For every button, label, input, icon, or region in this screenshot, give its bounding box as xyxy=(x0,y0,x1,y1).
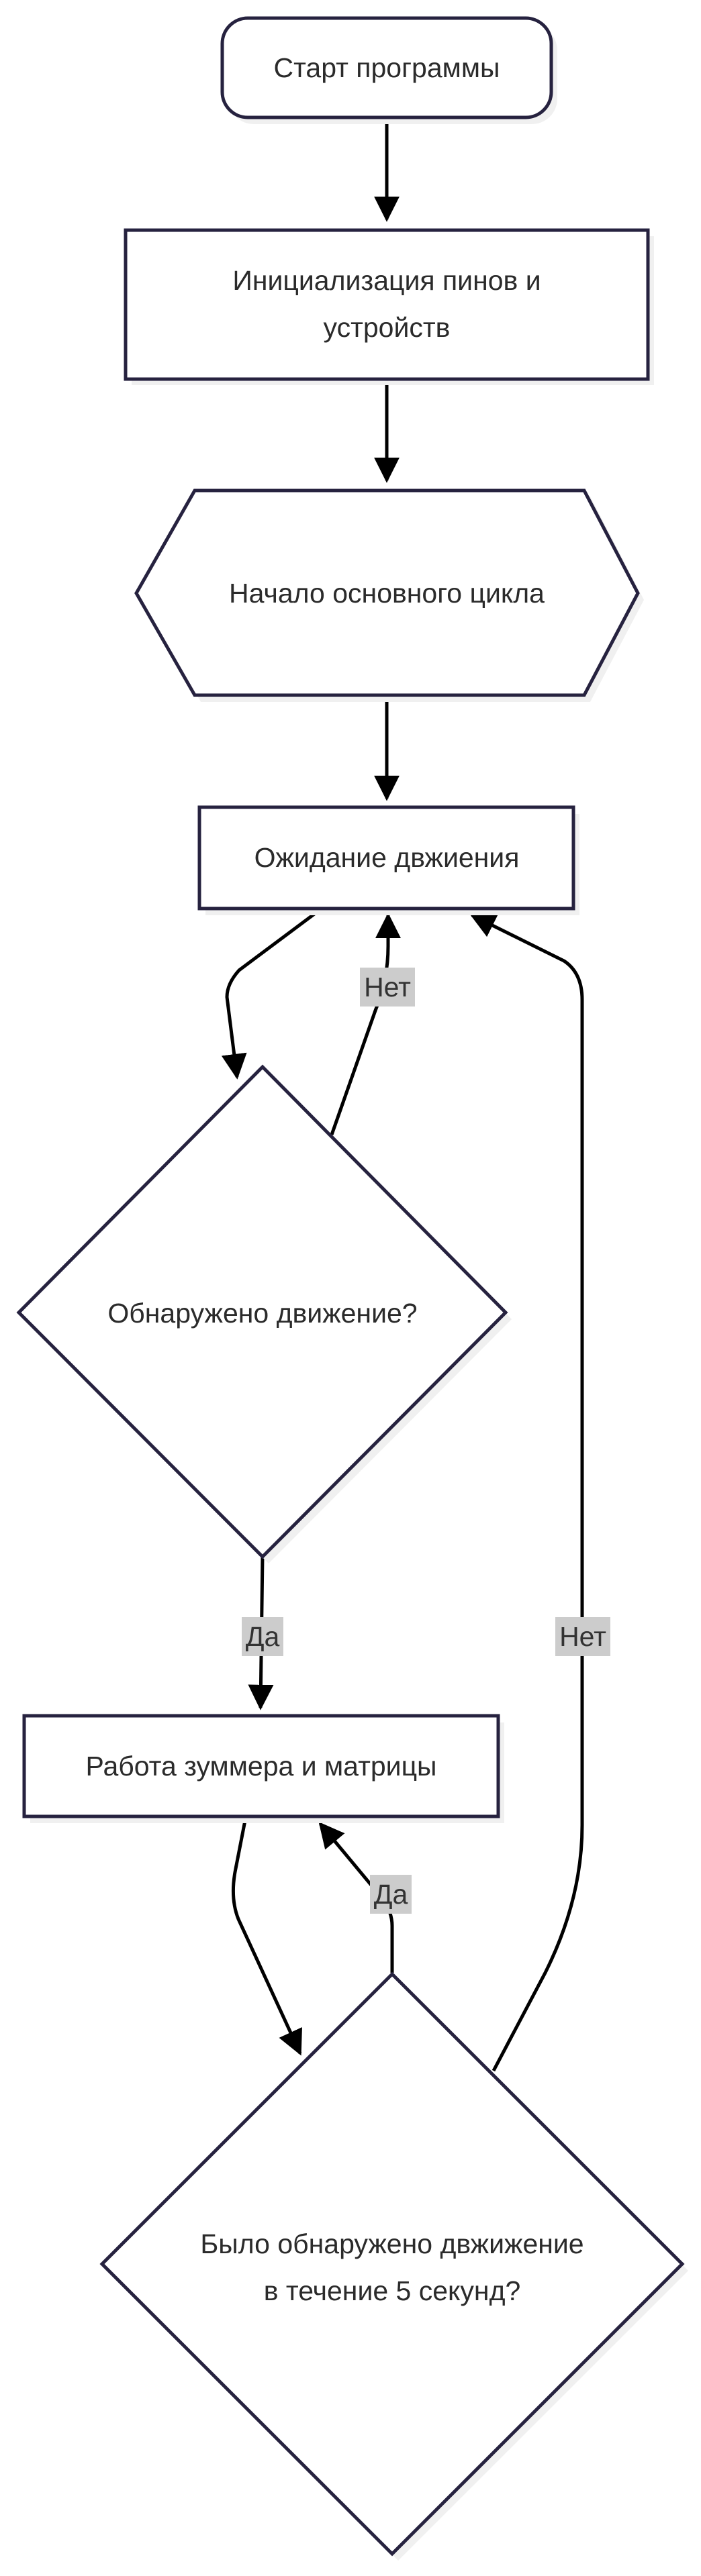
node-loop: Начало основного цикла xyxy=(134,488,644,702)
edge-label-yes-back-text: Да xyxy=(374,1879,408,1910)
node-work-label: Работа зуммера и матрицы xyxy=(85,1751,436,1782)
edge-label-no-back-bg xyxy=(555,1617,610,1656)
node-loop-shape xyxy=(134,488,640,697)
node-work: Работа зуммера и матрицы xyxy=(22,1714,504,1823)
node-wait-label: Ожидание двжиения xyxy=(254,842,520,873)
node-wait-shape xyxy=(197,805,575,911)
edge-label-no-back: Нет xyxy=(555,1617,610,1656)
node-check-shape xyxy=(99,1971,685,2557)
edge-label-no-wait-text: Нет xyxy=(364,972,411,1002)
edge-label-yes-back-bg xyxy=(370,1875,412,1914)
node-check-label-line1: Было обнаружено двжижение xyxy=(200,2228,583,2259)
node-start-label: Старт программы xyxy=(273,52,500,83)
edge-label-yes-work: Да xyxy=(242,1617,283,1656)
node-start: Старт программы xyxy=(220,16,557,124)
node-init-label-line2: устройств xyxy=(324,312,451,343)
node-check-label-line2: в течение 5 секунд? xyxy=(264,2275,521,2306)
edge-label-no-back-text: Нет xyxy=(559,1621,606,1652)
node-detected-label: Обнаружено движение? xyxy=(107,1298,417,1329)
node-loop-label: Начало основного цикла xyxy=(229,578,545,609)
edge-label-no-wait-bg xyxy=(360,968,415,1007)
node-work-shape xyxy=(22,1714,500,1818)
edge-detected-no-to-wait xyxy=(330,913,401,1135)
edge-label-no-wait: Нет xyxy=(360,968,415,1007)
node-init-shape xyxy=(124,228,650,381)
edge-work-to-check xyxy=(231,1816,302,2056)
node-check: Было обнаружено двжижение в течение 5 се… xyxy=(99,1971,688,2561)
edge-check-no-to-wait xyxy=(469,913,584,2072)
node-detected-shape xyxy=(16,1064,508,1559)
node-wait: Ожидание двжиения xyxy=(197,805,579,915)
edge-label-yes-work-bg xyxy=(242,1617,283,1656)
node-detected: Обнаружено движение? xyxy=(16,1064,512,1563)
edge-wait-to-detected xyxy=(221,907,323,1080)
node-init-label-line1: Инициализация пинов и xyxy=(232,265,541,296)
edge-label-yes-work-text: Да xyxy=(246,1621,280,1652)
node-init: Инициализация пинов и устройств xyxy=(124,228,654,385)
edge-label-yes-back: Да xyxy=(370,1875,412,1914)
node-start-shape xyxy=(220,16,553,119)
